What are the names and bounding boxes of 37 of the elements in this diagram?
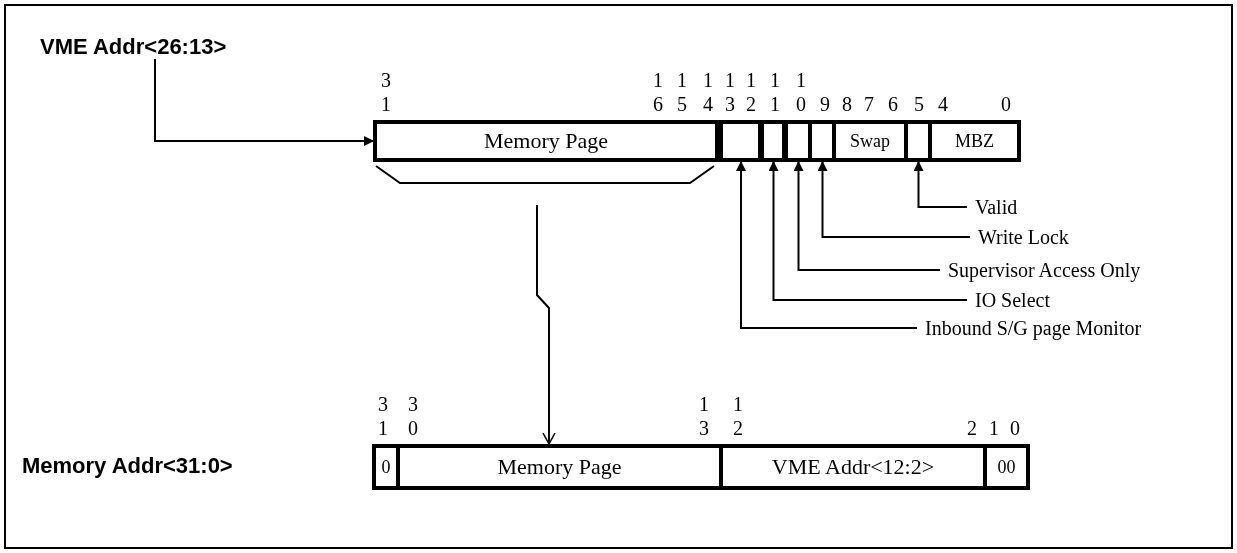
bit-number: 1 <box>989 416 999 440</box>
bit-number: 0 <box>1001 92 1011 116</box>
field-label: Write Lock <box>978 225 1069 249</box>
leader-arrow <box>768 161 968 301</box>
bit-number: 12 <box>746 68 756 116</box>
bit-number: 30 <box>408 392 418 440</box>
bit-number: 4 <box>938 92 948 116</box>
leader-arrow <box>793 161 941 271</box>
bit-number: 13 <box>699 392 709 440</box>
field-label: IO Select <box>975 288 1050 312</box>
bit-number: 0 <box>1010 416 1020 440</box>
field-label: Inbound S/G page Monitor <box>925 316 1142 340</box>
bit-number: 8 <box>842 92 852 116</box>
arrow <box>536 204 556 445</box>
bit-number: 5 <box>914 92 924 116</box>
register-caption: VME Addr<26:13> <box>40 35 227 59</box>
leader-arrow <box>817 161 971 238</box>
arrow <box>154 58 374 146</box>
field-label: Valid <box>975 195 1018 219</box>
bit-number: 6 <box>888 92 898 116</box>
bit-number: 2 <box>967 416 977 440</box>
register-field <box>760 120 786 162</box>
bit-number: 15 <box>677 68 687 116</box>
leader-arrow <box>913 161 968 208</box>
bit-number: 13 <box>725 68 735 116</box>
register-caption: Memory Addr<31:0> <box>22 454 233 478</box>
bit-number: 11 <box>770 68 780 116</box>
bit-number: 7 <box>864 92 874 116</box>
bit-number: 31 <box>378 392 388 440</box>
bit-number: 12 <box>733 392 743 440</box>
bit-number: 31 <box>381 68 391 116</box>
leader-arrow <box>736 161 918 329</box>
field-label: Supervisor Access Only <box>948 258 1141 282</box>
bit-number: 16 <box>653 68 663 116</box>
bit-number: 10 <box>796 68 806 116</box>
bit-number: 9 <box>820 92 830 116</box>
bit-number: 14 <box>703 68 713 116</box>
